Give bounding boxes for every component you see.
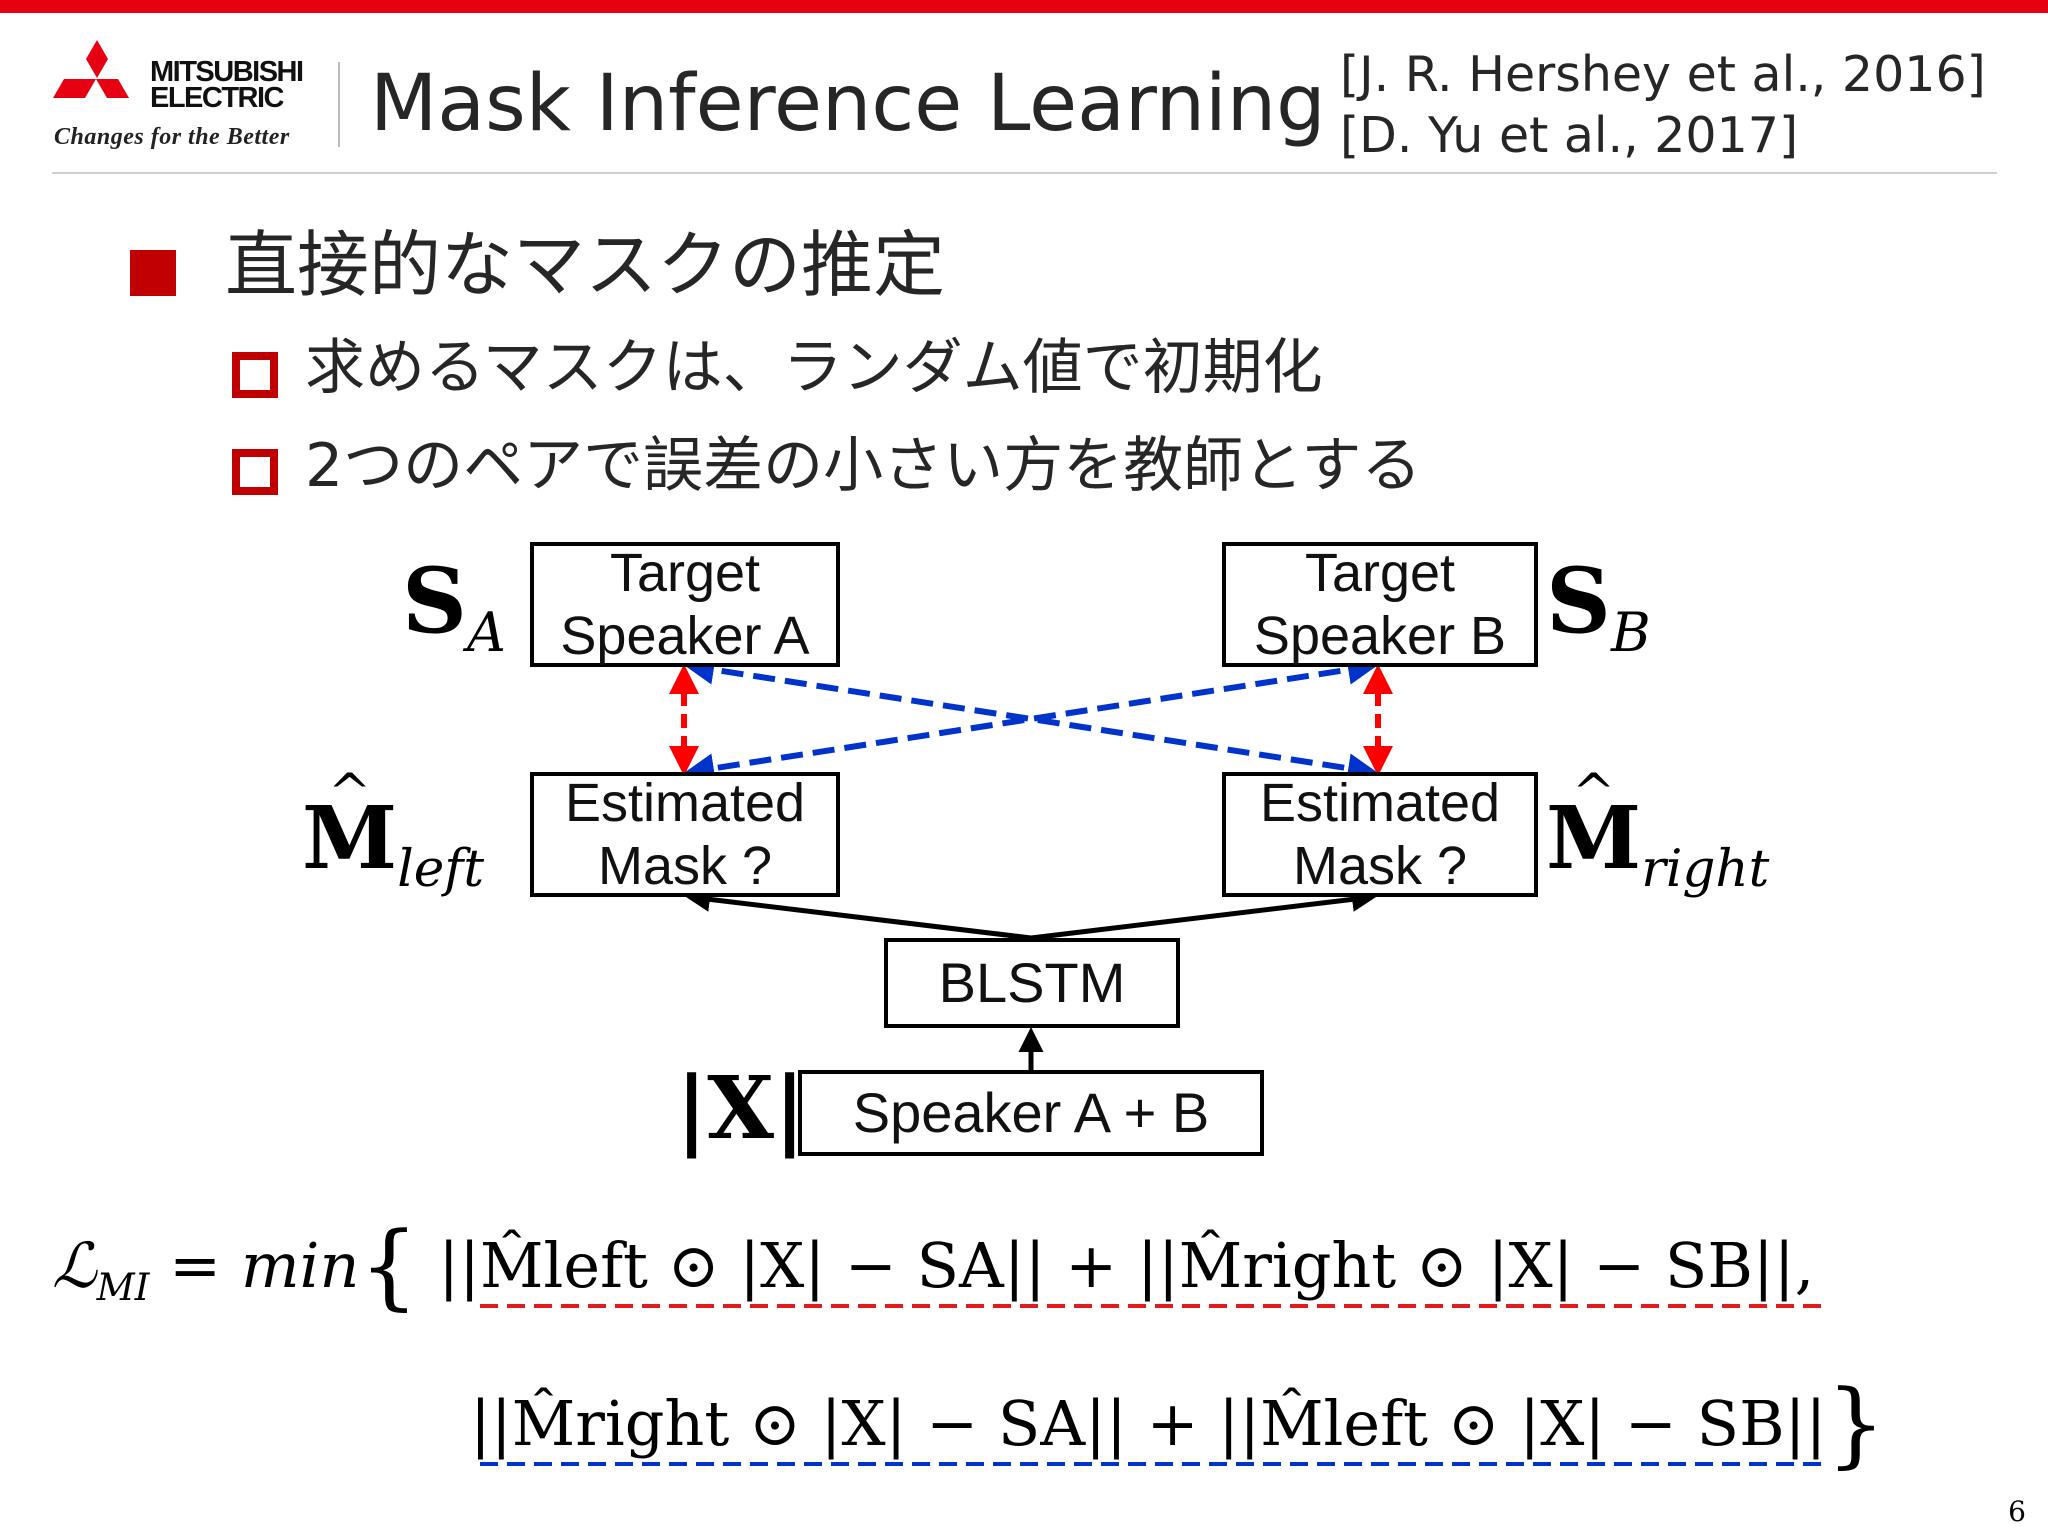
target-speaker-b-box: Target Speaker B bbox=[1222, 542, 1538, 667]
equation-line-1: ℒMI = min{ ||M̂left ⊙ |X| − SA|| + ||M̂r… bbox=[52, 1220, 1814, 1313]
box-label: Speaker B bbox=[1253, 605, 1507, 666]
loss-symbol: ℒ bbox=[52, 1228, 97, 1302]
min-operator: min bbox=[240, 1228, 360, 1302]
symbol-s-a: SA bbox=[402, 556, 506, 660]
brand-name-line2: ELECTRIC bbox=[150, 82, 285, 114]
loss-subscript: MI bbox=[96, 1264, 150, 1309]
equation-terms-line-2: ||M̂right ⊙ |X| − SA|| + ||M̂left ⊙ |X| … bbox=[470, 1386, 1827, 1460]
symbol-s-b: SB bbox=[1546, 556, 1651, 660]
box-label: Target bbox=[1304, 543, 1456, 604]
target-speaker-a-box: Target Speaker A bbox=[530, 542, 840, 667]
input-speaker-ab-box: Speaker A + B bbox=[798, 1070, 1264, 1156]
box-label: Speaker A bbox=[560, 605, 810, 666]
box-label: Mask ? bbox=[1292, 835, 1468, 896]
sub-bullet-icon bbox=[232, 352, 278, 398]
references: [J. R. Hershey et al., 2016] [D. Yu et a… bbox=[1340, 44, 1986, 166]
blstm-to-right-arrow bbox=[1030, 886, 1377, 941]
bullet-text-2: 2つのペアで誤差の小さい方を教師とする bbox=[305, 431, 1422, 501]
mitsubishi-logo: MITSUBISHI ELECTRIC Changes for the Bett… bbox=[52, 38, 342, 158]
right-brace: } bbox=[1826, 1370, 1886, 1478]
slide-title: Mask Inference Learning bbox=[370, 59, 1326, 149]
box-label: Target bbox=[609, 543, 761, 604]
reference-2: [D. Yu et al., 2017] bbox=[1340, 107, 1799, 164]
equation-terms-line-1: ||M̂left ⊙ |X| − SA|| + ||M̂right ⊙ |X| … bbox=[438, 1228, 1815, 1302]
box-label: Mask ? bbox=[597, 835, 773, 896]
page-number: 6 bbox=[2008, 1495, 2026, 1528]
symbol-subscript: B bbox=[1611, 600, 1651, 664]
symbol-letter: M bbox=[1546, 796, 1641, 882]
estimated-mask-left-box: Estimated Mask ? bbox=[530, 772, 840, 897]
estimated-mask-right-box: Estimated Mask ? bbox=[1222, 772, 1538, 897]
box-label: Estimated bbox=[564, 773, 806, 834]
symbol-m-left: Mleft bbox=[302, 796, 484, 896]
logo-divider bbox=[338, 62, 340, 147]
equation-line-2: ||M̂right ⊙ |X| − SA|| + ||M̂left ⊙ |X| … bbox=[470, 1378, 1886, 1471]
three-diamonds-icon bbox=[53, 40, 129, 98]
main-heading: 直接的なマスクの推定 bbox=[225, 223, 946, 307]
top-accent-bar bbox=[0, 0, 2048, 13]
box-label: Estimated bbox=[1259, 773, 1501, 834]
symbol-letter: S bbox=[402, 548, 467, 654]
sub-bullet-icon bbox=[232, 449, 278, 495]
symbol-subscript: A bbox=[467, 600, 506, 664]
symbol-letter: M bbox=[302, 796, 397, 882]
blstm-to-left-arrow bbox=[685, 886, 1032, 941]
box-label: Speaker A + B bbox=[852, 1080, 1210, 1144]
symbol-subscript: right bbox=[1641, 839, 1770, 900]
symbol-letter: S bbox=[1546, 548, 1611, 654]
blue-cross-arrow-2 bbox=[684, 654, 1378, 784]
brand-name-line1: MITSUBISHI bbox=[150, 56, 304, 88]
brand-tagline: Changes for the Better bbox=[54, 124, 290, 150]
symbol-subscript: left bbox=[397, 839, 485, 900]
bullet-text-1: 求めるマスクは、ランダム値で初期化 bbox=[305, 333, 1323, 403]
blstm-box: BLSTM bbox=[884, 938, 1180, 1028]
main-bullet-icon bbox=[130, 250, 176, 296]
reference-1: [J. R. Hershey et al., 2016] bbox=[1340, 46, 1986, 103]
box-label: BLSTM bbox=[938, 950, 1126, 1014]
equals-sign: = bbox=[169, 1228, 241, 1302]
title-divider bbox=[52, 172, 1997, 174]
left-brace: { bbox=[359, 1212, 419, 1320]
symbol-m-right: Mright bbox=[1546, 796, 1769, 896]
symbol-x-magnitude: |X| bbox=[676, 1058, 806, 1159]
